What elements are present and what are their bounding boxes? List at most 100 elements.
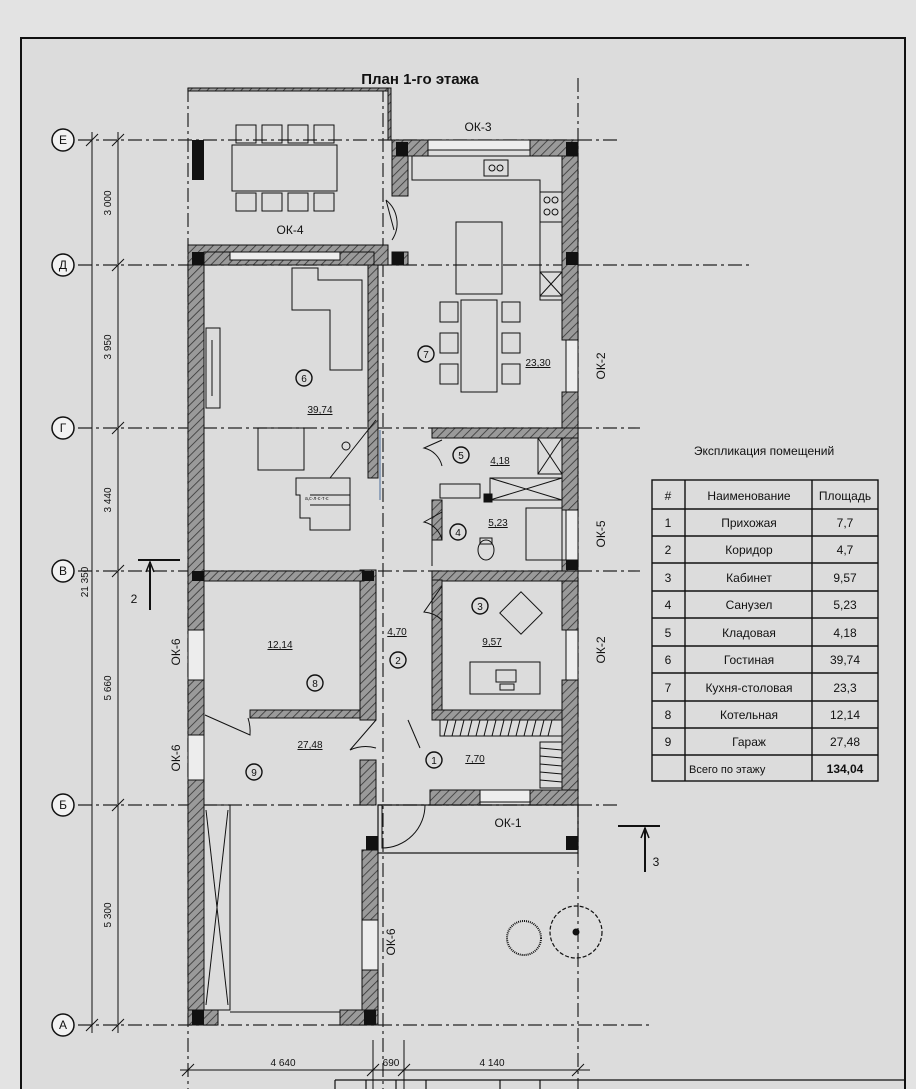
windows [187, 139, 579, 971]
room-7-number: 7 [423, 350, 429, 361]
table-cell: 12,14 [830, 708, 860, 722]
room-9-area: 27,48 [297, 740, 322, 751]
dim-h-1: 4 640 [270, 1058, 295, 1069]
room-2-area: 4,70 [387, 627, 407, 638]
table-cell: 39,74 [830, 653, 860, 667]
plan-title: План 1-го этажа [361, 71, 479, 88]
room-1: 1 7,70 [425, 751, 485, 769]
explication-title: Экспликация помещений [694, 444, 834, 458]
table-cell: 3 [665, 571, 672, 585]
room-4-area: 5,23 [488, 518, 508, 529]
room-5-number: 5 [458, 451, 464, 462]
table-total-value: 134,04 [827, 762, 864, 776]
window-label-ok5: ОК-5 [594, 520, 608, 547]
table-cell: Гараж [732, 735, 766, 749]
table-cell: Кухня-столовая [705, 681, 792, 695]
room-3-area: 9,57 [482, 637, 502, 648]
table-cell: 5 [665, 626, 672, 640]
axis-label-a: А [59, 1018, 67, 1032]
dim-v-5: 5 300 [103, 902, 114, 927]
room-8-number: 8 [312, 679, 318, 690]
explication-rows: 1 Прихожая 7,7 2 Коридор 4,7 3 Кабинет 9… [665, 516, 864, 776]
living-furniture [205, 267, 377, 531]
room-2: 2 4,70 [387, 627, 407, 669]
table-cell: Кладовая [722, 626, 776, 640]
section-mark-2-label: 2 [131, 592, 138, 606]
window-label-ok6-b: ОК-6 [169, 744, 183, 771]
room-6-area: 39,74 [307, 405, 332, 416]
table-cell: Прихожая [721, 516, 777, 530]
stair-label: а,с·л·с·т·с [305, 496, 329, 502]
room-2-number: 2 [395, 656, 401, 667]
window-label-ok6-c: ОК-6 [384, 928, 398, 955]
axis-label-e: Е [59, 133, 67, 147]
vertical-dimension-chain [85, 132, 125, 1033]
table-cell: 4,18 [833, 626, 857, 640]
horizontal-dimension-chain [180, 1040, 590, 1089]
room-9-number: 9 [251, 768, 257, 779]
room-3-number: 3 [477, 602, 483, 613]
dim-v-3: 3 440 [103, 487, 114, 512]
axis-bubbles: Е Д Г В Б А [51, 128, 75, 1037]
room-6-number: 6 [301, 374, 307, 385]
kitchen-furniture [411, 155, 563, 393]
title-block-fragment [334, 1079, 905, 1089]
section-mark-3 [618, 825, 660, 872]
axis-label-b: Б [59, 798, 67, 812]
table-cell: 5,23 [833, 598, 857, 612]
axis-label-d: Д [59, 258, 67, 272]
window-label-ok2-mid: ОК-2 [594, 636, 608, 663]
garage-door [203, 804, 340, 1013]
table-cell: Коридор [725, 543, 773, 557]
room-7: 7 23,30 [417, 345, 551, 369]
room-5: 5 4,18 [452, 446, 510, 467]
table-cell: 7 [665, 681, 672, 695]
room-8: 8 12,14 [267, 640, 324, 692]
doors [204, 199, 443, 849]
service-rooms-fixtures [439, 437, 563, 789]
room-8-area: 12,14 [267, 640, 292, 651]
landscape-trees [506, 905, 603, 959]
room-5-area: 4,18 [490, 456, 510, 467]
table-cell: Котельная [720, 708, 778, 722]
table-cell: 8 [665, 708, 672, 722]
dining-furniture [231, 124, 338, 212]
window-label-ok4: ОК-4 [277, 223, 304, 237]
table-cell: 6 [665, 653, 672, 667]
window-label-ok3: ОК-3 [465, 120, 492, 134]
room-1-area: 7,70 [465, 754, 485, 765]
explication-header: # Наименование Площадь [665, 489, 871, 503]
dim-h-3: 4 140 [479, 1058, 504, 1069]
table-cell: 9,57 [833, 571, 857, 585]
dim-v-2: 3 950 [103, 334, 114, 359]
section-mark-2 [138, 559, 180, 610]
columns [192, 140, 578, 1025]
table-cell: 1 [665, 516, 672, 530]
table-cell: 7,7 [837, 516, 854, 530]
window-label-ok2-top: ОК-2 [594, 352, 608, 379]
table-header-name: Наименование [707, 489, 791, 503]
dim-v-4: 5 660 [103, 675, 114, 700]
room-markers: 1 7,70 2 4,70 3 9,57 4 5,23 5 4,18 6 39,… [245, 345, 551, 781]
dim-h-2: 690 [383, 1058, 400, 1069]
table-total-label: Всего по этажу [689, 764, 766, 776]
explication-table [651, 479, 879, 782]
room-9: 9 27,48 [245, 740, 323, 781]
table-cell: 27,48 [830, 735, 860, 749]
room-7-area: 23,30 [525, 358, 550, 369]
table-cell: 2 [665, 543, 672, 557]
axis-label-v: В [59, 564, 67, 578]
table-cell: 4,7 [837, 543, 854, 557]
room-3: 3 9,57 [471, 597, 502, 648]
dim-v-1: 3 000 [103, 190, 114, 215]
table-header-area: Площадь [819, 489, 871, 503]
table-cell: 4 [665, 598, 672, 612]
table-cell: Санузел [726, 598, 773, 612]
room-6: 6 39,74 [295, 369, 333, 416]
window-label-ok1: ОК-1 [495, 816, 522, 830]
room-1-number: 1 [431, 756, 437, 767]
room-4-number: 4 [455, 528, 461, 539]
section-mark-3-label: 3 [653, 855, 660, 869]
table-cell: Гостиная [724, 653, 774, 667]
